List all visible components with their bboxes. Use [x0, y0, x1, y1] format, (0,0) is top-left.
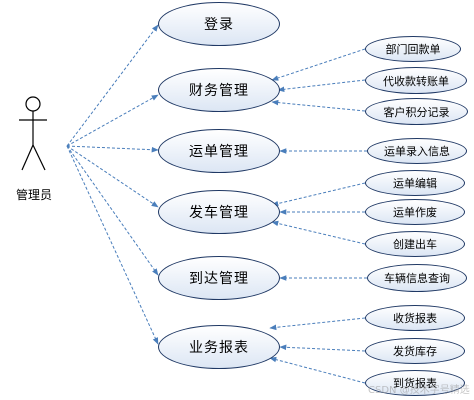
stick-figure-icon [19, 96, 47, 171]
create-departure-link [271, 220, 366, 245]
use-case-waybill-edit[interactable]: 运单编辑 [365, 170, 465, 196]
actor-arrival-link [66, 145, 159, 276]
use-case-arrival[interactable]: 到达管理 [158, 256, 280, 300]
shipment-stock-link [279, 344, 366, 352]
actor-waybill-link [66, 145, 159, 153]
use-case-report[interactable]: 业务报表 [158, 325, 280, 369]
use-case-shipment-stock[interactable]: 发货库存 [365, 338, 465, 364]
customer-points-link [271, 99, 366, 112]
use-case-vehicle-query[interactable]: 车辆信息查询 [367, 264, 467, 292]
use-case-arrival-report[interactable]: 到货报表 [365, 370, 465, 396]
cod-transfer-link [277, 79, 366, 93]
actor-login-link [66, 24, 159, 147]
use-case-dispatch[interactable]: 发车管理 [158, 190, 280, 234]
actor-finance-link [66, 94, 159, 147]
use-case-cod-transfer[interactable]: 代收款转账单 [365, 67, 467, 94]
use-case-dept-receipt[interactable]: 部门回款单 [365, 36, 461, 62]
use-case-receipt-report[interactable]: 收货报表 [365, 305, 465, 331]
use-case-customer-points[interactable]: 客户积分记录 [365, 98, 468, 125]
watermark: CSDN @技术字号精选 [368, 385, 470, 396]
actor-dispatch-link [66, 145, 159, 208]
arrival-report-link [269, 356, 366, 384]
use-case-create-departure[interactable]: 创建出车 [365, 231, 465, 257]
use-case-finance[interactable]: 财务管理 [158, 68, 280, 112]
receipt-report-link [269, 317, 366, 331]
actor-report-link [66, 145, 159, 345]
waybill-edit-link [271, 182, 366, 207]
use-case-waybill[interactable]: 运单管理 [158, 129, 280, 173]
use-case-waybill-entry[interactable]: 运单录入信息 [367, 138, 467, 164]
actor-label: 管理员 [15, 188, 52, 202]
use-case-waybill-void[interactable]: 运单作废 [365, 199, 465, 225]
use-case-login[interactable]: 登录 [158, 2, 280, 46]
dept-receipt-link [271, 48, 366, 81]
